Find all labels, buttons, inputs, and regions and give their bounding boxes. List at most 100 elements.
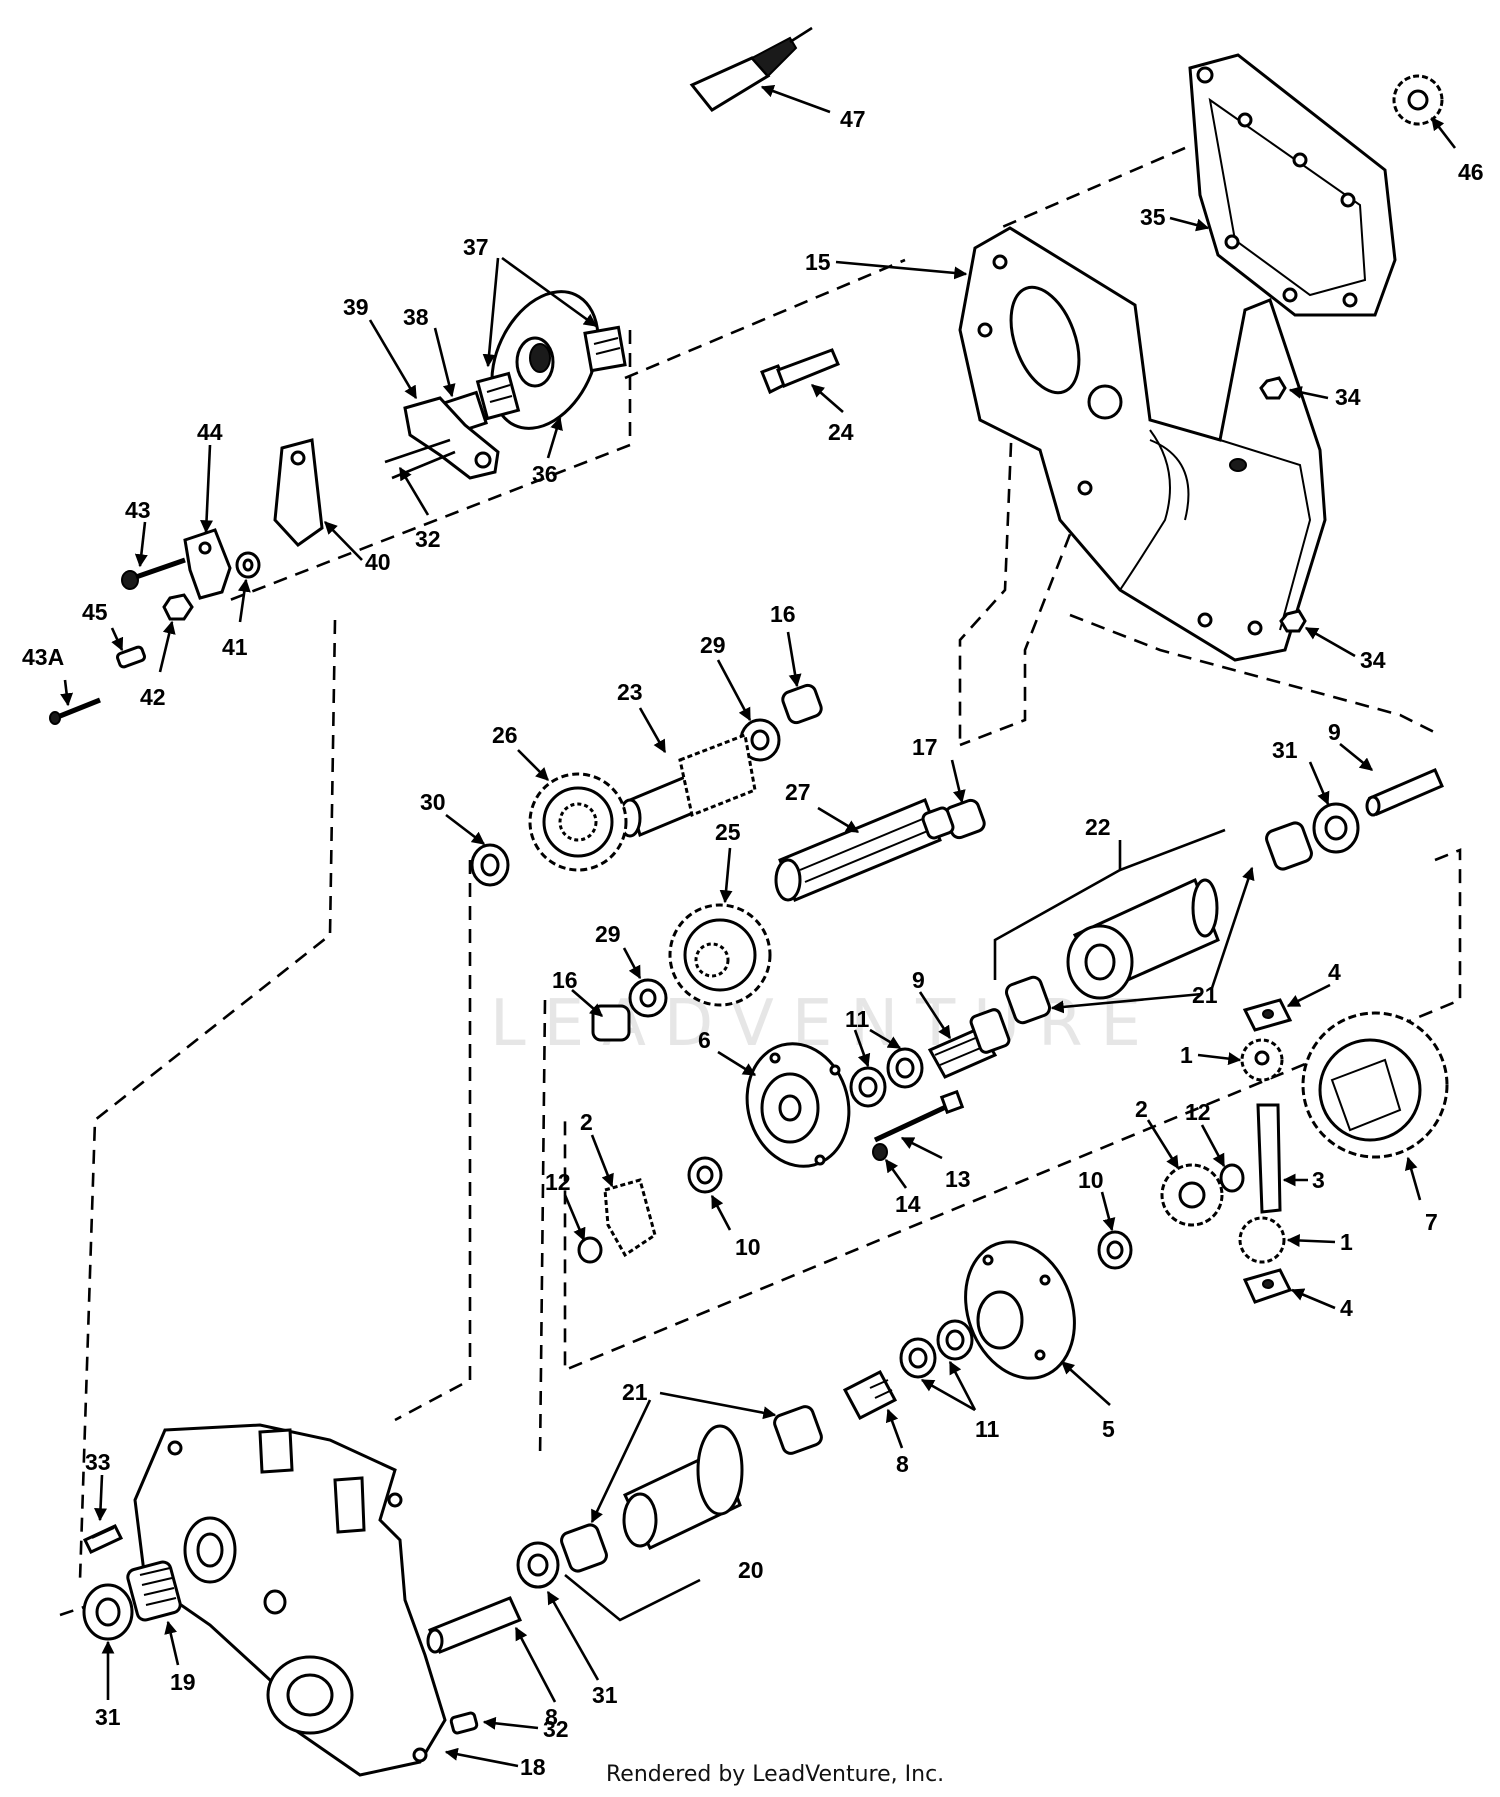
pin-45 <box>116 645 146 669</box>
callout-15: 15 <box>805 249 831 275</box>
callout-33: 33 <box>85 1449 111 1475</box>
callout-25: 25 <box>715 819 741 845</box>
callout-5: 5 <box>1102 1416 1115 1442</box>
pinion-1-lower <box>1238 1216 1286 1264</box>
callout-32-upper: 32 <box>415 526 441 552</box>
bushing-21-mid <box>1004 975 1052 1025</box>
gear-25 <box>668 903 772 1007</box>
nut-34-lower <box>1279 609 1307 633</box>
callout-6: 6 <box>698 1027 711 1053</box>
callout-11-lower: 11 <box>975 1416 1000 1442</box>
callout-24: 24 <box>828 419 854 445</box>
shaft-27 <box>774 798 955 902</box>
bearing-16-upper <box>781 683 823 725</box>
callout-21-lower: 21 <box>622 1379 648 1405</box>
callout-32-lower: 32 <box>543 1716 569 1742</box>
callout-9-upper: 9 <box>1328 719 1341 745</box>
pin-32-lower <box>449 1711 479 1735</box>
watermark-text: LEADVENTURE <box>490 987 1159 1061</box>
washer-29-lower <box>628 978 668 1018</box>
axle-tube-22 <box>1066 877 1220 1000</box>
callout-40: 40 <box>365 549 391 575</box>
bracket-44 <box>183 528 232 600</box>
callout-18: 18 <box>520 1754 546 1780</box>
callout-20: 20 <box>738 1557 764 1583</box>
callout-31-upper: 31 <box>1272 737 1298 763</box>
pinion-1-upper <box>1240 1038 1284 1082</box>
callout-46: 46 <box>1458 159 1484 185</box>
bearing-31-lower <box>82 1583 134 1641</box>
bracket-39 <box>384 396 500 480</box>
callout-14: 14 <box>895 1191 921 1217</box>
callout-29-lower: 29 <box>595 921 621 947</box>
callout-19: 19 <box>170 1669 196 1695</box>
callout-45: 45 <box>82 599 108 625</box>
nut-34-upper <box>1259 376 1287 400</box>
hub-5 <box>964 1240 1076 1380</box>
shaft-3 <box>1256 1103 1282 1214</box>
callout-13: 13 <box>945 1166 971 1192</box>
callout-26: 26 <box>492 722 518 748</box>
callout-47: 47 <box>840 106 866 132</box>
bushing-21-lower-left <box>560 1523 608 1573</box>
callout-2-left: 2 <box>580 1109 593 1135</box>
callout-44: 44 <box>197 419 223 445</box>
callout-8-upper: 8 <box>896 1451 909 1477</box>
washer-30 <box>470 843 510 887</box>
callout-35: 35 <box>1140 204 1166 230</box>
block-4-upper <box>1242 998 1293 1032</box>
bevel-gear-2-left <box>603 1178 657 1258</box>
callout-42: 42 <box>140 684 166 710</box>
plate-40 <box>273 438 324 547</box>
shaft-8-upper <box>842 1369 898 1421</box>
callout-34-upper: 34 <box>1335 384 1361 410</box>
callout-4-upper: 4 <box>1328 959 1341 985</box>
callout-3: 3 <box>1312 1167 1325 1193</box>
callout-34-lower: 34 <box>1360 647 1386 673</box>
washer-10-left <box>687 1156 723 1194</box>
bushing-21-lower-right <box>773 1405 823 1455</box>
callout-12-left: 12 <box>545 1169 571 1195</box>
callout-2-right: 2 <box>1135 1096 1148 1122</box>
bolt-33 <box>82 1524 124 1554</box>
callout-36: 36 <box>532 461 558 487</box>
callout-1-upper: 1 <box>1180 1042 1193 1068</box>
leader-lines <box>60 84 1457 1768</box>
grease-tube-47 <box>689 26 813 112</box>
transmission-housing-15 <box>958 226 1327 662</box>
washer-10-right <box>1097 1230 1133 1270</box>
washer-11-a <box>886 1047 924 1089</box>
callout-31-lower: 31 <box>95 1704 121 1730</box>
bearing-31-upper <box>1312 802 1360 854</box>
callout-7: 7 <box>1425 1209 1438 1235</box>
bearing-16-lower <box>591 1004 631 1042</box>
callout-43: 43 <box>125 497 151 523</box>
washer-41 <box>235 551 261 579</box>
ring-gear-7 <box>1301 1011 1449 1159</box>
bolt-13 <box>873 1089 965 1143</box>
bolt-43 <box>121 557 186 590</box>
callout-30: 30 <box>420 789 446 815</box>
bolt-43a <box>49 697 101 725</box>
washer-12-left <box>577 1236 603 1264</box>
callout-22: 22 <box>1085 814 1111 840</box>
callout-43a: 43A <box>22 644 64 670</box>
shaft-9-lower <box>927 1008 1011 1079</box>
callout-1-lower: 1 <box>1340 1229 1353 1255</box>
callout-labels: 47 46 35 15 37 39 38 36 24 34 34 44 43 4… <box>22 106 1484 1780</box>
gear-26 <box>528 772 628 872</box>
callout-17: 17 <box>912 734 938 760</box>
washer-11-d <box>899 1337 937 1379</box>
callout-21-upper: 21 <box>1192 982 1218 1008</box>
bearing-31-mid <box>516 1541 560 1589</box>
callout-23: 23 <box>617 679 643 705</box>
block-4-lower <box>1242 1268 1293 1304</box>
callout-38: 38 <box>403 304 429 330</box>
callout-29-upper: 29 <box>700 632 726 658</box>
callout-10-right: 10 <box>1078 1167 1104 1193</box>
bushing-21-upper <box>1265 821 1313 871</box>
axle-tube-20 <box>622 1424 744 1551</box>
bolt-24 <box>760 348 840 395</box>
bearing-19 <box>126 1560 182 1622</box>
